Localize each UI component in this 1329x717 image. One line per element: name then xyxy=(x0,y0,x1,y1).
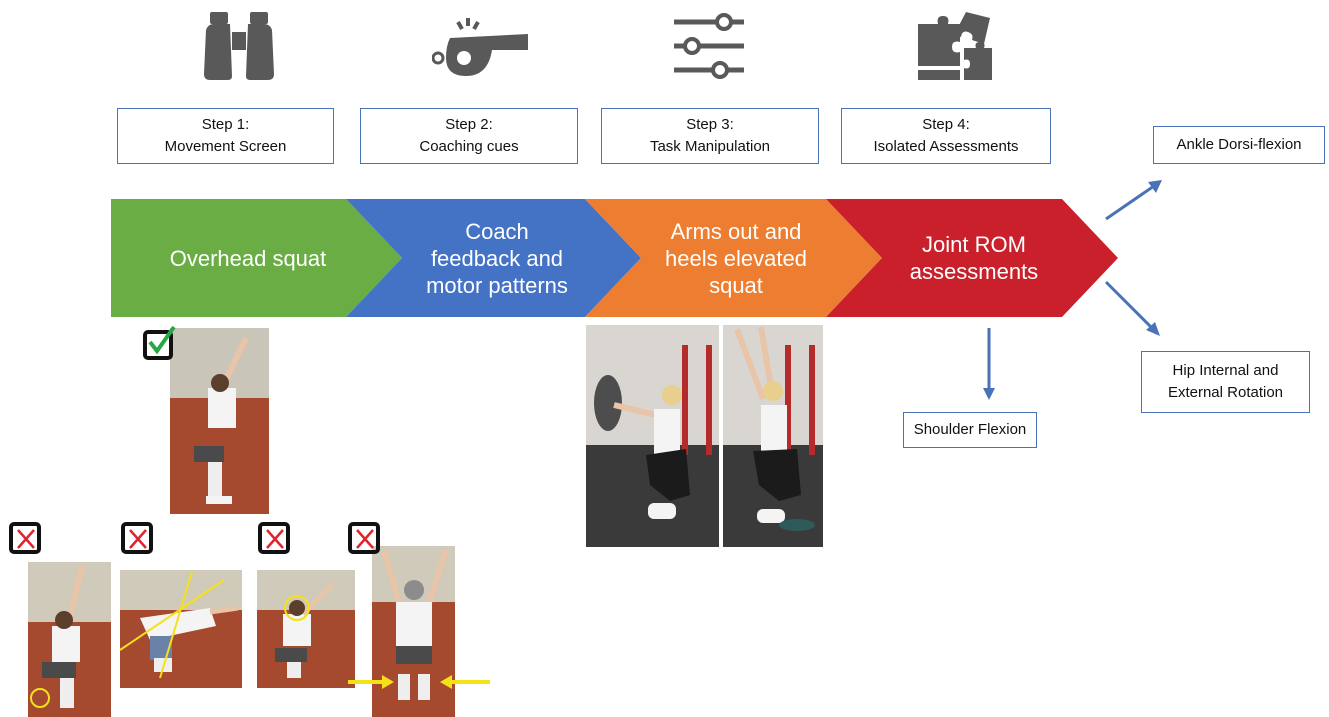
chevron-task-manipulation xyxy=(585,199,882,317)
arrow-to-ankle xyxy=(1148,180,1162,193)
photo-fault-knee-valgus xyxy=(372,546,455,717)
shoulder-flexion-box: Shoulder Flexion xyxy=(903,412,1037,448)
ankle-dorsiflexion-box: Ankle Dorsi-flexion xyxy=(1153,126,1325,164)
step-1-title: Movement Screen xyxy=(164,138,287,155)
chevron-joint-rom xyxy=(826,199,1118,317)
cross-mark-icon-1 xyxy=(9,522,41,554)
sliders-icon xyxy=(674,13,744,79)
step-1-number: Step 1: xyxy=(201,116,250,133)
chevron-2-label: Coach feedback and motor patterns xyxy=(426,218,568,298)
cross-mark-icon-4 xyxy=(348,522,380,554)
chevron-overhead-squat xyxy=(111,199,402,317)
puzzle-icon xyxy=(918,12,992,80)
photo-heels-elevated-squat xyxy=(723,325,823,547)
check-mark-icon xyxy=(143,325,176,360)
step-2-title: Coaching cues xyxy=(419,138,519,155)
step-3-box: Step 3: Task Manipulation xyxy=(601,108,819,164)
chevron-4-label: Joint ROM assessments xyxy=(909,232,1039,284)
knee-valgus-arrows xyxy=(348,675,490,689)
step-2-box: Step 2: Coaching cues xyxy=(360,108,578,164)
arrow-to-hip xyxy=(1146,322,1160,336)
photo-correct-squat xyxy=(170,328,269,514)
arrow-to-shoulder xyxy=(983,388,995,400)
photo-fault-head-position xyxy=(257,570,355,688)
step-4-number: Step 4: xyxy=(922,116,970,133)
chevron-coaching xyxy=(346,199,641,317)
step-4-box: Step 4: Isolated Assessments xyxy=(841,108,1051,164)
chevron-3-label: Arms out and heels elevated squat xyxy=(665,218,807,298)
step-4-title: Isolated Assessments xyxy=(873,138,1019,155)
step-3-number: Step 3: xyxy=(686,116,734,133)
step-3-title: Task Manipulation xyxy=(649,138,771,155)
hip-rotation-box: Hip Internal and External Rotation xyxy=(1141,351,1310,413)
chevron-1-label: Overhead squat xyxy=(169,245,327,271)
photo-fault-trunk-lean xyxy=(120,570,242,688)
step-2-number: Step 2: xyxy=(445,116,493,133)
cross-mark-icon-2 xyxy=(121,522,153,554)
step-1-box: Step 1: Movement Screen xyxy=(117,108,334,164)
whistle-icon xyxy=(432,18,528,76)
photo-fault-heel-rise xyxy=(28,562,111,717)
photo-arms-out-squat xyxy=(586,325,719,547)
cross-mark-icon-3 xyxy=(258,522,290,554)
binoculars-icon xyxy=(204,12,274,80)
